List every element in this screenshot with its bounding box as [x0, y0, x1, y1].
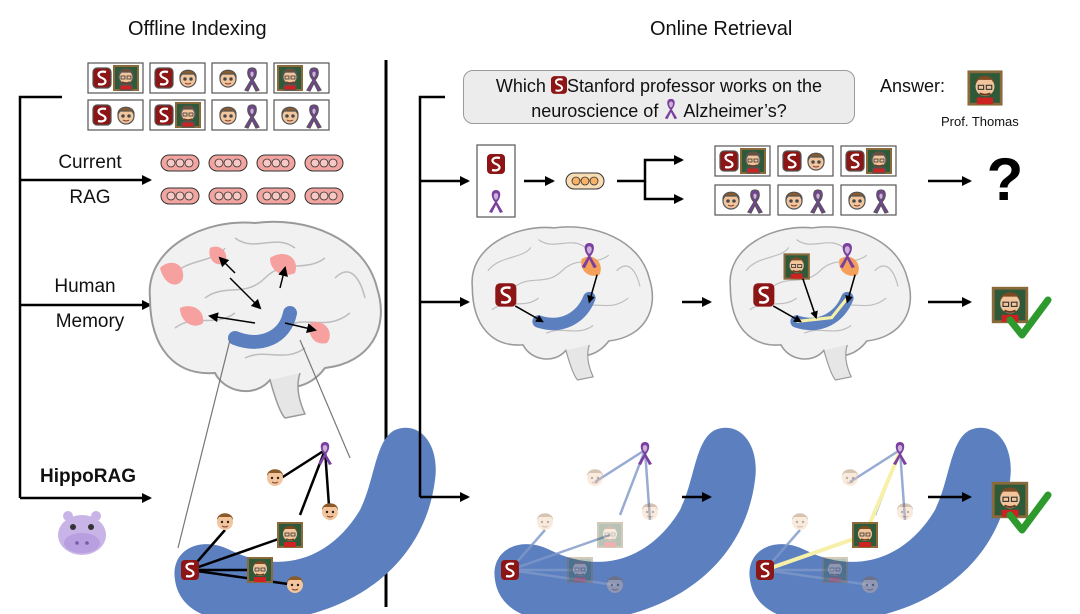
hippo-icon [58, 511, 106, 555]
brain-retrieval-stage [729, 226, 912, 381]
answer-correct-memory [991, 286, 1052, 339]
document-cards [87, 62, 330, 131]
brain-icon [148, 220, 382, 419]
query-text-2: Stanford professor works on the [566, 76, 823, 96]
zoom-line-right [299, 339, 351, 459]
svg-text:?: ? [987, 146, 1024, 213]
query-entities-card [476, 144, 516, 218]
purple-ribbon-icon [665, 98, 678, 120]
query-box: Which Stanford professor works on the ne… [463, 70, 855, 124]
checkmark-icon [1006, 491, 1052, 534]
label-memory: Memory [55, 311, 125, 332]
stanford-logo-icon [550, 75, 567, 95]
label-human: Human [54, 276, 116, 297]
embedding-vectors [160, 154, 344, 205]
section-title-offline: Offline Indexing [128, 18, 267, 40]
query-text-1: Which [495, 76, 546, 96]
section-title-online: Online Retrieval [650, 18, 793, 40]
hipporag-graph-query [494, 427, 756, 614]
label-current: Current [58, 152, 122, 173]
answer-label: Answer: [880, 76, 946, 96]
query-embedding [565, 172, 605, 190]
right-tree-connector [418, 95, 445, 497]
answer-professor-icon [967, 70, 1003, 106]
stanford-logo-icon [179, 558, 201, 582]
answer-correct-hipporag [991, 481, 1052, 534]
query-text-4: Alzheimer’s? [683, 101, 787, 121]
question-mark-icon: ? [987, 146, 1024, 213]
query-text-3: neuroscience of [531, 101, 659, 121]
label-rag: RAG [69, 187, 111, 208]
left-tree-connector [18, 95, 62, 498]
label-hipporag: HippoRAG [39, 466, 137, 487]
brain-query-stage [471, 226, 654, 381]
zoom-line-left [177, 339, 231, 549]
hipporag-graph-offline [174, 427, 436, 614]
retrieved-documents [714, 145, 897, 216]
hipporag-graph-retrieval [749, 427, 1011, 614]
answer-name: Prof. Thomas [941, 114, 1019, 129]
checkmark-icon [1006, 296, 1052, 339]
